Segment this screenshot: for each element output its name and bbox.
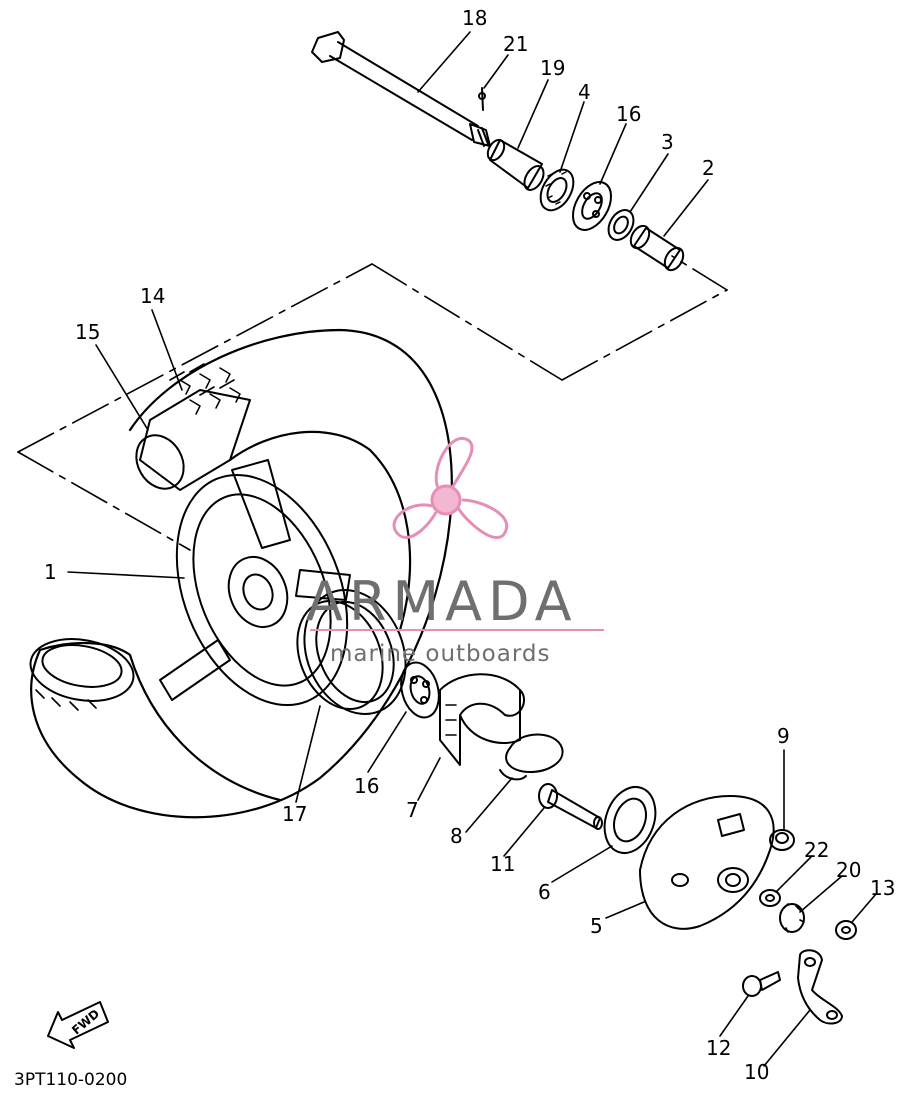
washer-part-22 xyxy=(759,889,781,907)
callout-7: 7 xyxy=(406,798,419,822)
tire-lower-lip xyxy=(29,638,135,711)
armada-logo-icon xyxy=(310,436,604,631)
nut-part-13 xyxy=(835,920,857,940)
tire xyxy=(30,328,453,819)
collar-part-19 xyxy=(486,138,545,191)
callout-2: 2 xyxy=(702,156,715,180)
wheel-rim-part-1 xyxy=(159,459,351,707)
leader-lines xyxy=(67,31,877,1067)
hub-seal-part-17 xyxy=(296,588,407,716)
callout-3: 3 xyxy=(661,130,674,154)
brake-cam-part-11 xyxy=(538,783,603,830)
callout-22: 22 xyxy=(804,838,830,862)
spring-part-8 xyxy=(499,733,564,781)
watermark-subtitle: marine outboards xyxy=(330,641,551,667)
callout-11: 11 xyxy=(490,852,516,876)
callout-13: 13 xyxy=(870,876,896,900)
callout-4: 4 xyxy=(578,80,591,104)
callout-5: 5 xyxy=(590,914,603,938)
callout-10: 10 xyxy=(744,1060,770,1084)
callout-16-upper: 16 xyxy=(616,102,642,126)
bolt-part-12 xyxy=(742,971,781,997)
callout-8: 8 xyxy=(450,824,463,848)
bearing-part-16-upper xyxy=(572,181,612,231)
fwd-arrow-icon xyxy=(47,1001,109,1049)
callout-9: 9 xyxy=(777,724,790,748)
brake-lever-part-10 xyxy=(797,949,843,1025)
callout-15: 15 xyxy=(75,320,101,344)
tire-tread-part-14 xyxy=(179,367,241,415)
assembly-guide-lines xyxy=(17,255,728,551)
bearing-part-16-lower xyxy=(400,661,440,719)
axle-part-18 xyxy=(311,31,491,147)
nut-part-9 xyxy=(769,829,795,851)
cotter-pin-part-21 xyxy=(478,87,486,111)
brake-plate-part-5 xyxy=(639,795,775,930)
oil-seal-part-4 xyxy=(539,168,575,212)
callout-16-lower: 16 xyxy=(354,774,380,798)
callout-19: 19 xyxy=(540,56,566,80)
castle-nut-part-20 xyxy=(779,903,805,933)
callout-12: 12 xyxy=(706,1036,732,1060)
oil-seal-part-6 xyxy=(603,786,657,854)
callout-18: 18 xyxy=(462,6,488,30)
watermark-brand: ARMADA xyxy=(306,570,578,633)
diagram-code: 3PT110-0200 xyxy=(14,1070,128,1090)
brake-shoe-part-7 xyxy=(439,673,525,766)
circlip-part-3 xyxy=(607,209,635,241)
callout-20: 20 xyxy=(836,858,862,882)
callout-17: 17 xyxy=(282,802,308,826)
spacer-part-2 xyxy=(629,224,685,272)
callout-6: 6 xyxy=(538,880,551,904)
callout-1: 1 xyxy=(44,560,57,584)
callout-14: 14 xyxy=(140,284,166,308)
callout-21: 21 xyxy=(503,32,529,56)
